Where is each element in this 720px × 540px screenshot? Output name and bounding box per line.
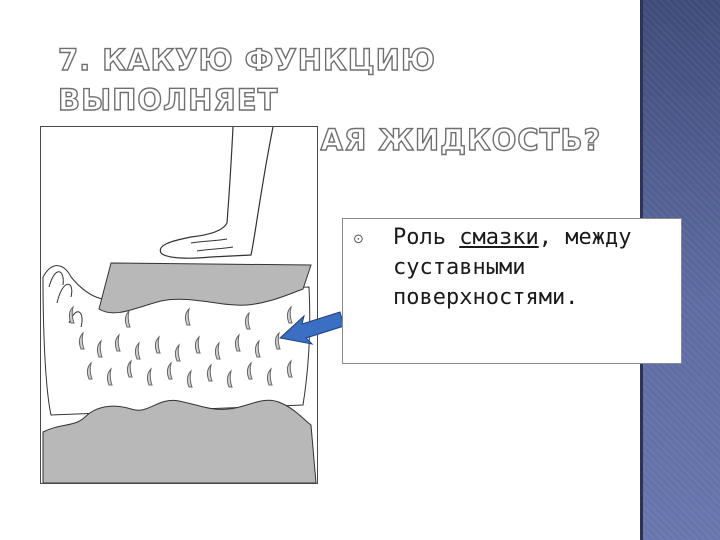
fluid-droplets: [68, 305, 293, 388]
answer-text-part1: Роль: [393, 225, 460, 250]
finger-lines: [190, 238, 234, 252]
lubrication-diagram: [42, 127, 317, 483]
circle-dot-icon: ⊙: [353, 232, 364, 247]
slide-title-line1: 7. Какую функцию выполняет: [57, 42, 436, 117]
lower-joint-surface: [42, 399, 317, 483]
upper-joint-surface: [98, 262, 312, 314]
joint-illustration: [40, 126, 318, 484]
answer-text-part3: , между суставными поверхностями.: [393, 225, 632, 310]
answer-keyword: смазки: [459, 225, 539, 250]
pressing-hand: [159, 127, 274, 259]
answer-textbox: ⊙ Роль смазки, между суставными поверхно…: [342, 218, 682, 364]
answer-text: Роль смазки, между суставными поверхност…: [393, 223, 681, 313]
